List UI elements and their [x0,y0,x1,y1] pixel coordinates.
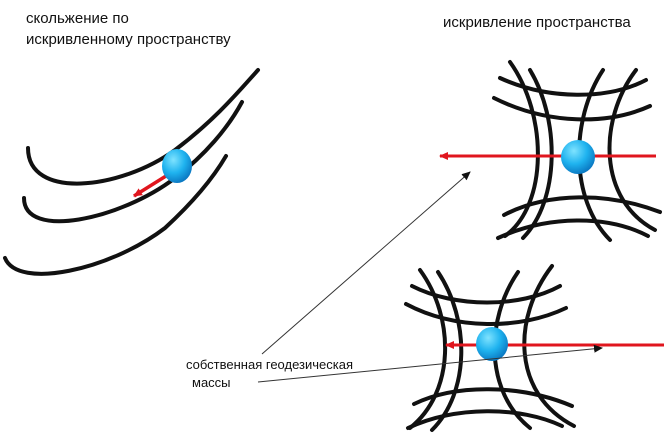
caption-line1: собственная геодезическая [186,357,353,372]
grid-top-horizontal-1 [498,76,648,97]
caption-line2: массы [192,375,231,390]
grid-bottom-vertical-4 [522,264,576,428]
mass-sphere-left [162,149,192,183]
grid-bottom-horizontal-4 [406,409,564,430]
space-curve-bottom [3,154,228,276]
mass-sphere-top [561,140,595,174]
mass-sphere-bottom [476,327,508,361]
space-curve-middle [22,100,244,224]
left-panel-title: скольжение по искривленному пространству [26,8,231,50]
grid-top-horizontal-2 [492,96,652,122]
right-panel-title: искривление пространства [443,14,631,31]
grid-bottom-vertical-1 [408,268,447,430]
geodesic-caption: собственная геодезическая массы [186,356,353,392]
grid-bottom-horizontal-3 [412,387,574,408]
grid-bottom-horizontal-2 [404,302,568,326]
left-title-line1: скольжение по [26,10,129,27]
motion-arrow-left [133,174,167,198]
space-curve-top [26,68,260,186]
pointer-line-to-bottom [257,344,603,383]
grid-top-horizontal-4 [496,218,650,240]
grid-bottom-horizontal-1 [410,284,562,305]
pointer-line-to-top [261,171,471,355]
left-curved-space [3,68,260,276]
grid-top-horizontal-3 [502,195,662,217]
left-title-line2: искривленному пространству [26,31,231,48]
